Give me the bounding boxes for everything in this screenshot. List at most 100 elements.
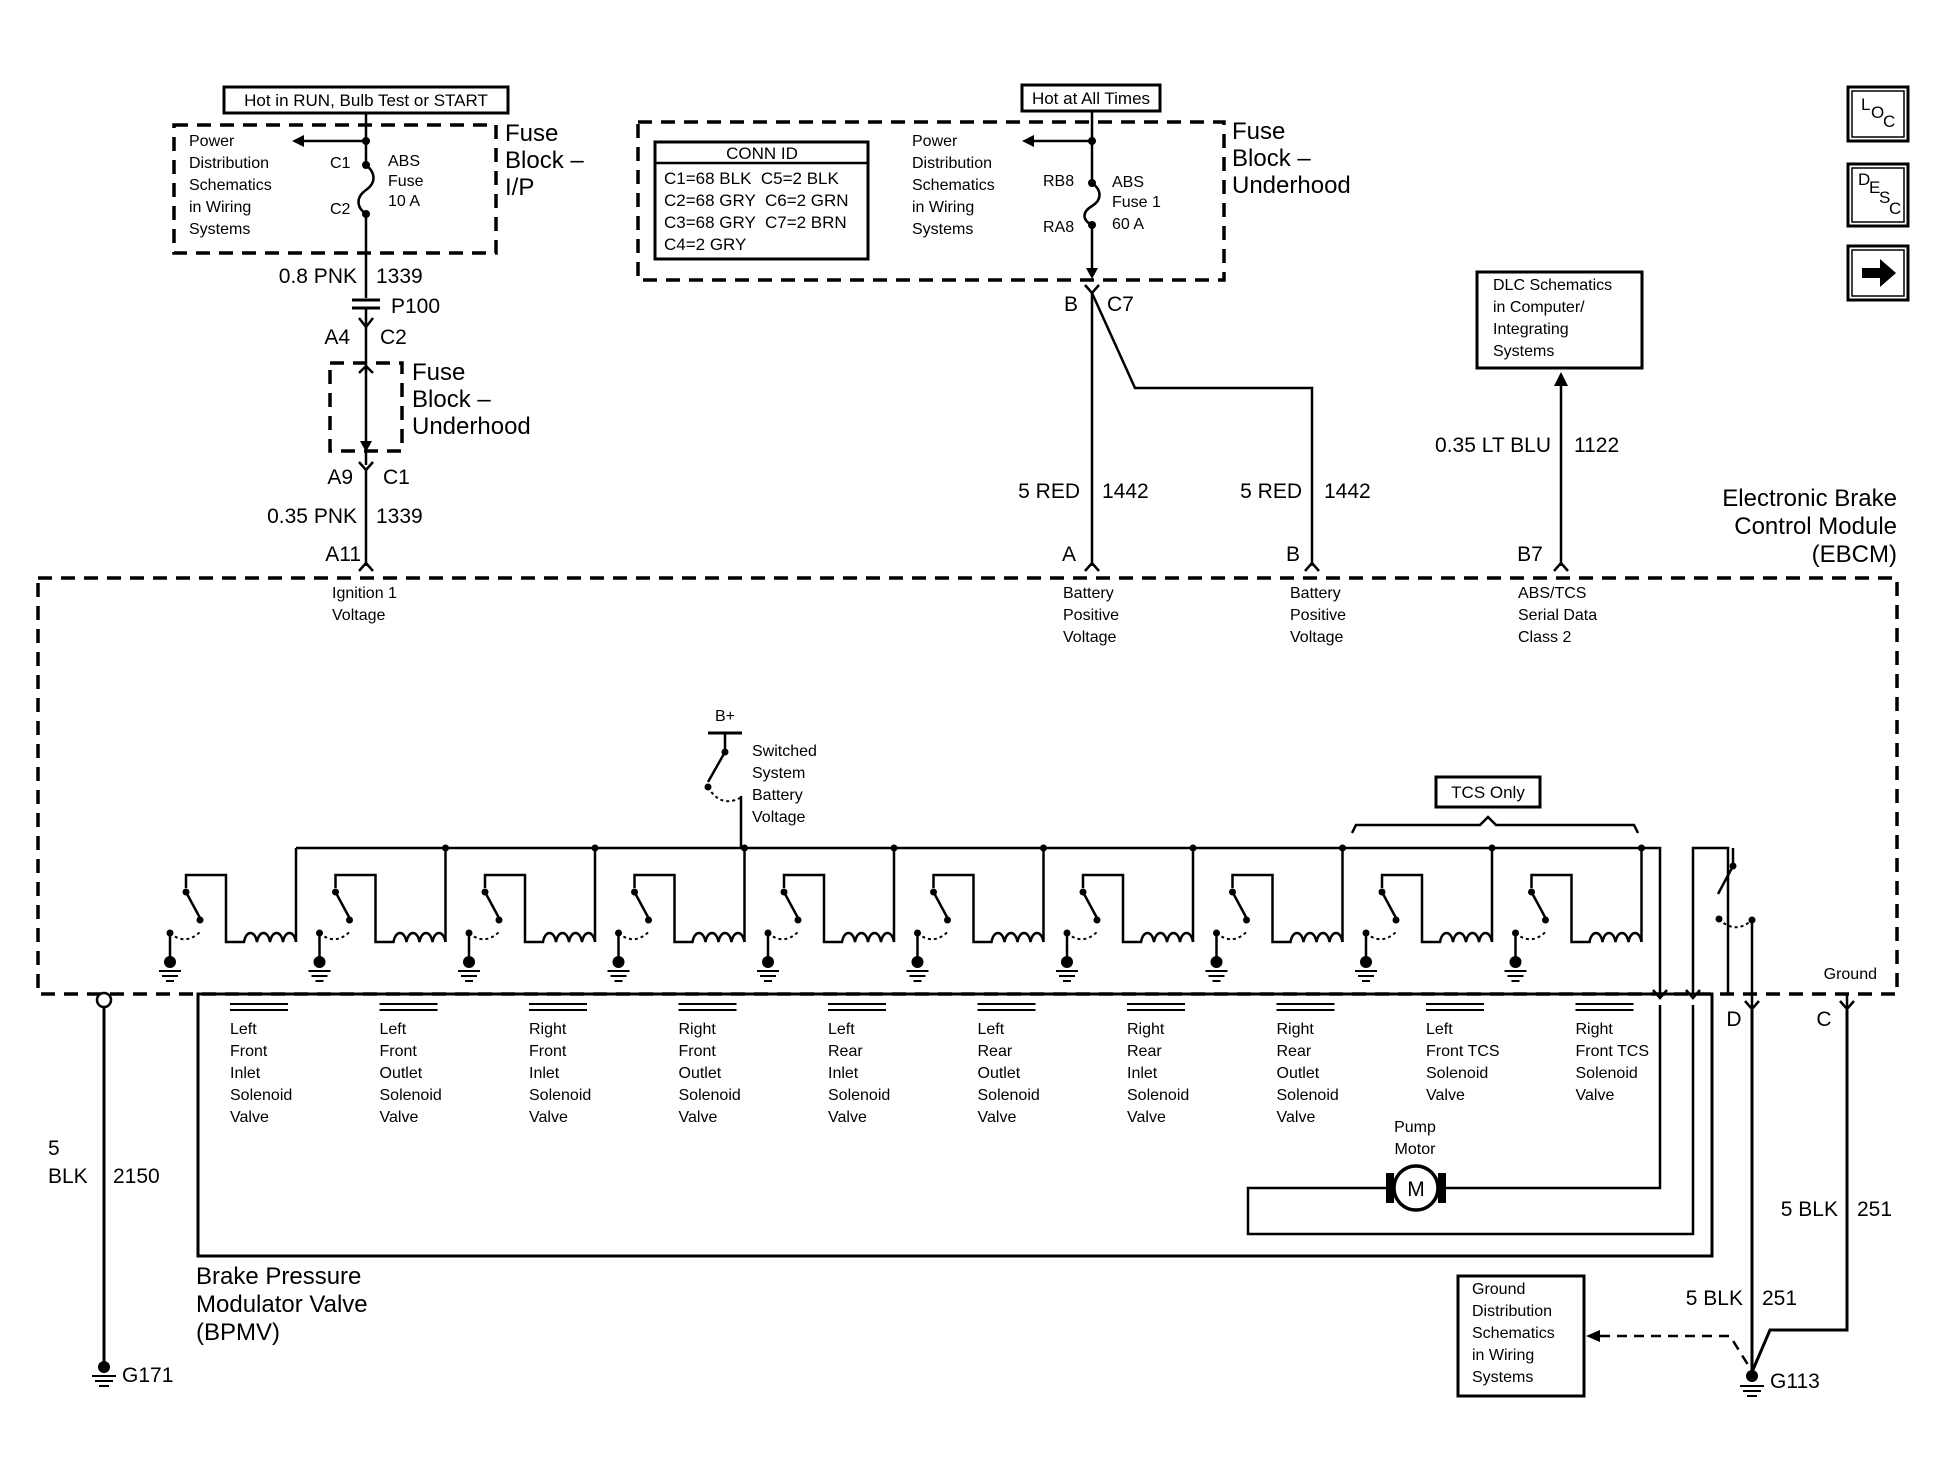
valve-label-8-line-2: Rear (1277, 1043, 1312, 1060)
pin-b7-label: B7 (1517, 543, 1543, 566)
wire-251a-size: 5 BLK (1781, 1198, 1838, 1221)
ground-distribution-label: Ground Distribution Schematics in Wiring… (1472, 1281, 1555, 1386)
pin-a11-label: A11 (325, 543, 361, 566)
wire-2150-size-2: BLK (48, 1165, 88, 1188)
valve-label-9-line-4: Valve (1426, 1087, 1465, 1104)
wire-251a-circuit: 251 (1857, 1198, 1892, 1221)
rb8-label: RB8 (1043, 173, 1074, 190)
svg-text:C1=68 BLK C5=2 BLK: C1=68 BLK C5=2 BLK (664, 169, 840, 188)
tcs-only-label: TCS Only (1451, 783, 1525, 802)
wire-1339b-size: 0.35 PNK (267, 505, 357, 528)
svg-text:Modulator Valve: Modulator Valve (196, 1291, 368, 1318)
fuse-block-ip-label: Fuse Block – I/P (505, 120, 584, 201)
svg-text:Battery: Battery (1290, 585, 1341, 602)
valve-label-2-line-1: Left (380, 1021, 407, 1038)
solenoid-driver-1 (159, 848, 298, 982)
valve-label-4-line-3: Outlet (679, 1065, 722, 1082)
wire-1442a-circuit: 1442 (1102, 480, 1149, 503)
wire-1339-circuit: 1339 (376, 265, 423, 288)
valve-label-2-line-3: Outlet (380, 1065, 423, 1082)
g113-label: G113 (1770, 1370, 1820, 1393)
solenoid-driver-6 (906, 844, 1047, 982)
svg-text:Schematics: Schematics (189, 177, 272, 194)
svg-text:C2=68 GRY C6=2 GRN: C2=68 GRY C6=2 GRN (664, 191, 849, 210)
valve-label-4-line-2: Front (679, 1043, 717, 1060)
svg-text:ABS/TCS: ABS/TCS (1518, 585, 1586, 602)
abs-fuse1-60a (1083, 181, 1101, 227)
battery-voltage-a-label: Battery Positive Voltage (1063, 585, 1119, 646)
svg-text:in Wiring: in Wiring (189, 199, 251, 216)
next-button[interactable] (1846, 244, 1910, 302)
svg-text:Underhood: Underhood (412, 413, 531, 440)
bpmv-outline (196, 992, 1714, 1258)
valve-label-10-line-1: Right (1576, 1021, 1614, 1038)
pin-b-c7-label: B (1064, 293, 1078, 316)
hot-all-label: Hot at All Times (1032, 89, 1150, 108)
svg-text:Distribution: Distribution (1472, 1303, 1552, 1320)
svg-text:Fuse: Fuse (388, 173, 424, 190)
svg-text:I/P: I/P (505, 174, 534, 201)
abs-fuse-10a-label: ABS Fuse 10 A (388, 153, 424, 210)
valve-label-1-line-3: Inlet (230, 1065, 261, 1082)
valve-label-8-line-4: Solenoid (1277, 1087, 1339, 1104)
svg-text:Fuse: Fuse (412, 359, 465, 386)
valve-label-3-line-4: Solenoid (529, 1087, 591, 1104)
svg-text:Control Module: Control Module (1734, 513, 1897, 540)
conn-id-box (653, 140, 870, 261)
svg-text:ABS: ABS (1112, 174, 1144, 191)
valve-label-3-line-2: Front (529, 1043, 567, 1060)
svg-text:Block –: Block – (1232, 145, 1311, 172)
svg-text:10 A: 10 A (388, 193, 420, 210)
valve-label-5-line-5: Valve (828, 1109, 867, 1126)
svg-text:L: L (1861, 95, 1870, 114)
svg-text:C3=68 GRY C7=2 BRN: C3=68 GRY C7=2 BRN (664, 213, 847, 232)
svg-text:Ignition 1: Ignition 1 (332, 585, 397, 602)
valve-label-8-line-3: Outlet (1277, 1065, 1320, 1082)
svg-text:Positive: Positive (1063, 607, 1119, 624)
svg-text:(EBCM): (EBCM) (1812, 541, 1897, 568)
loc-button[interactable]: L O C (1846, 85, 1910, 143)
svg-text:Voltage: Voltage (1290, 629, 1343, 646)
pd-schematics-uh: Power Distribution Schematics in Wiring … (912, 133, 995, 238)
ignition-voltage-label: Ignition 1 Voltage (332, 585, 397, 624)
svg-text:Systems: Systems (189, 221, 250, 238)
valve-label-10-line-2: Front TCS (1576, 1043, 1650, 1060)
svg-text:C4=2 GRY: C4=2 GRY (664, 235, 746, 254)
svg-text:Distribution: Distribution (189, 155, 269, 172)
svg-text:Underhood: Underhood (1232, 172, 1351, 199)
svg-text:Fuse 1: Fuse 1 (1112, 194, 1161, 211)
svg-text:Systems: Systems (1493, 343, 1554, 360)
abs-fuse-10a (357, 164, 375, 216)
valve-label-9-line-2: Front TCS (1426, 1043, 1500, 1060)
svg-text:Class 2: Class 2 (1518, 629, 1571, 646)
ebcm-label: Electronic Brake Control Module (EBCM) (1722, 485, 1897, 568)
ebcm-case-ground-point (95, 991, 113, 1009)
pin-c-label: C (1816, 1008, 1831, 1031)
motor-m-label: M (1407, 1178, 1425, 1201)
svg-text:in Computer/: in Computer/ (1493, 299, 1585, 316)
valve-label-2-line-4: Solenoid (380, 1087, 442, 1104)
svg-text:60 A: 60 A (1112, 216, 1144, 233)
svg-text:Block –: Block – (505, 147, 584, 174)
battery-voltage-b-label: Battery Positive Voltage (1290, 585, 1346, 646)
valve-label-6-line-5: Valve (978, 1109, 1017, 1126)
solenoid-driver-10 (1504, 844, 1645, 982)
svg-text:DLC Schematics: DLC Schematics (1493, 277, 1612, 294)
wire-1339b-circuit: 1339 (376, 505, 423, 528)
wire-1122-size: 0.35 LT BLU (1435, 434, 1551, 457)
valve-label-6-line-2: Rear (978, 1043, 1013, 1060)
ra8-label: RA8 (1043, 219, 1074, 236)
pin-d-label: D (1726, 1008, 1741, 1031)
abs-fuse1-60a-label: ABS Fuse 1 60 A (1112, 174, 1161, 233)
conn-id-rows: C1=68 BLK C5=2 BLK C2=68 GRY C6=2 GRN C3… (664, 169, 849, 254)
fuse-block-underhood-outline (636, 120, 1226, 282)
valve-label-6-line-3: Outlet (978, 1065, 1021, 1082)
desc-button[interactable]: D E S C (1846, 162, 1910, 228)
svg-text:Schematics: Schematics (912, 177, 995, 194)
wire-1339-size: 0.8 PNK (279, 265, 357, 288)
dlc-box (1475, 270, 1644, 370)
